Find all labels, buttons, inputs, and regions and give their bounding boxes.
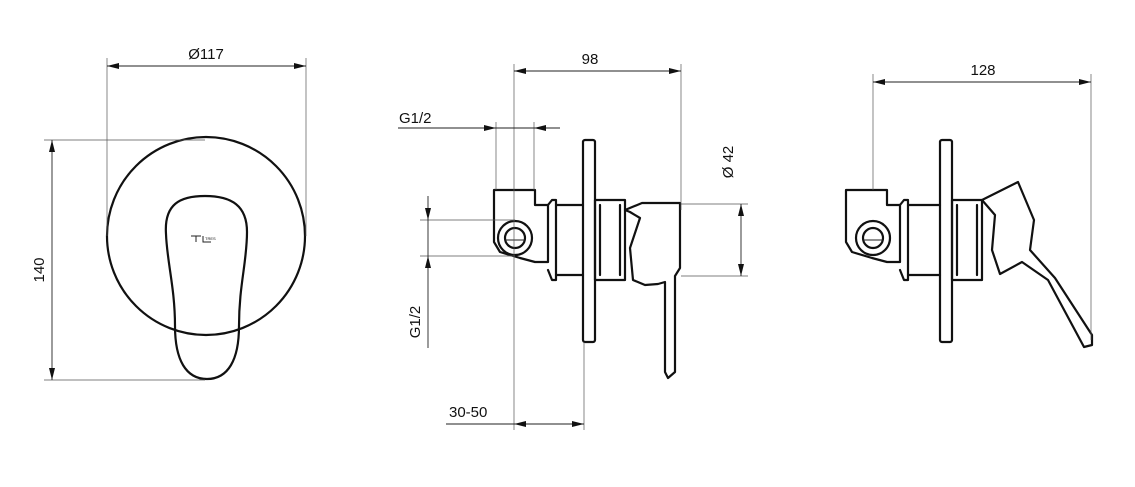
- dim-label-inlet-left: G1/2: [407, 306, 424, 339]
- brand-logo: TRES: [191, 235, 216, 243]
- svg-text:TRES: TRES: [205, 236, 216, 241]
- dim-label-wall-range: 30-50: [449, 404, 487, 421]
- dim-label-cartridge-42: Ø 42: [720, 146, 737, 179]
- side-lever-handle: [623, 201, 682, 380]
- dim-label-diameter-117: Ø117: [188, 46, 224, 63]
- side-inlet-body: [492, 188, 550, 264]
- side-wall-plate: [581, 138, 597, 344]
- open-inlet-body: [844, 188, 902, 264]
- front-view: TRES Ø117 140: [31, 46, 307, 381]
- side-view: 98 G1/2 G1/2 Ø 42 30-50: [398, 51, 748, 430]
- dim-label-open-depth-128: 128: [970, 62, 995, 79]
- dim-label-depth-98: 98: [582, 51, 599, 68]
- open-lever-view: 128: [844, 62, 1094, 349]
- front-lever-handle: [164, 194, 249, 381]
- dim-label-inlet-top: G1/2: [399, 110, 432, 127]
- dim-label-height-140: 140: [31, 257, 48, 282]
- side-inlet-fitting: [496, 219, 534, 257]
- open-inlet-fitting: [854, 219, 892, 257]
- open-wall-plate: [938, 138, 954, 344]
- open-lever-handle: [980, 180, 1094, 349]
- side-cartridge-body: [593, 198, 627, 282]
